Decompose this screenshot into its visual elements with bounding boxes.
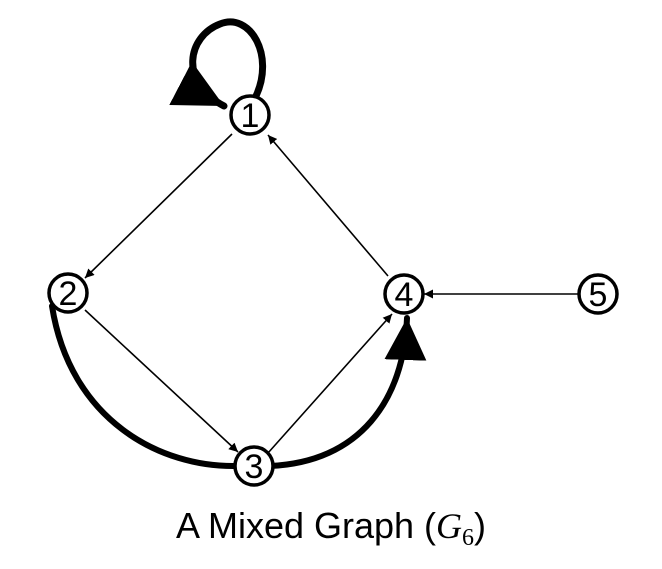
- caption-suffix: ): [474, 505, 487, 546]
- node-4-label: 4: [395, 276, 414, 314]
- edge-3-to-4: [267, 313, 393, 454]
- node-1-label: 1: [241, 97, 260, 135]
- caption-subscript: 6: [462, 525, 475, 551]
- edge-3-to-4-curve: [267, 315, 427, 469]
- edge-1-to-2: [84, 133, 233, 279]
- caption-symbol: G: [436, 506, 463, 546]
- edge-2-to-3: [84, 309, 239, 453]
- node-5-label: 5: [589, 276, 608, 314]
- node-5: 5: [577, 273, 619, 315]
- edge-loop-1: [169, 18, 267, 110]
- node-2-label: 2: [59, 275, 78, 313]
- diagram-caption: A Mixed Graph (G6): [0, 505, 662, 551]
- node-3: 3: [233, 445, 275, 487]
- node-2: 2: [47, 272, 89, 314]
- caption-prefix: A Mixed Graph (: [175, 505, 437, 546]
- edge-2-to-4-curve: [49, 303, 241, 470]
- mixed-graph: 1 2 3 4 5: [47, 18, 619, 487]
- node-3-label: 3: [245, 448, 264, 486]
- node-1: 1: [229, 94, 271, 136]
- edge-4-to-1: [267, 134, 389, 277]
- node-4: 4: [383, 273, 425, 315]
